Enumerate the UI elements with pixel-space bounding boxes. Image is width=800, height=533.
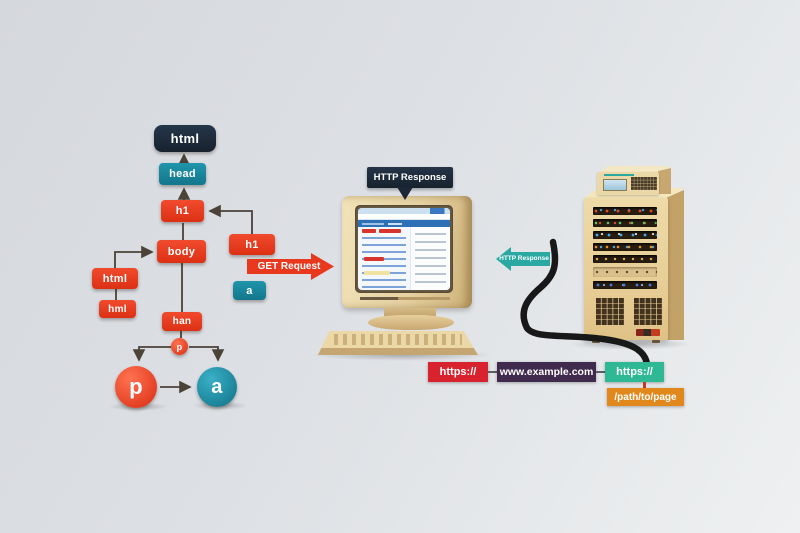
monitor-base [368,315,454,330]
tree-node-h1: h1 [161,200,204,222]
tree-node-h1-branch: h1 [229,234,275,255]
browser-titlebar [358,208,450,214]
browser-addressbar [358,214,450,220]
modem-side-face [658,168,671,194]
get-request-label: GET Request [257,261,321,272]
tree-node-body: body [157,240,206,263]
server-slot [593,255,657,263]
url-protocol-box: https:// [428,362,488,382]
server-slot [593,231,657,239]
url-connector-vertical [643,382,646,389]
monitor-buttons [360,297,430,301]
tree-node-a-circle: a [197,367,237,407]
screen-highlight [364,257,384,261]
http-response-bubble-pointer [397,187,413,200]
url-protocol-box-2: https:// [605,362,664,382]
tree-node-han: han [162,312,202,331]
server-slot [593,281,657,289]
tree-node-p-small: p [171,338,188,355]
tree-node-hml: hml [99,300,136,318]
url-connector [488,371,497,373]
tree-node-html-left: html [92,268,138,289]
server-foot [592,340,600,343]
tree-node-a-branch: a [233,281,266,300]
screen-highlight [362,229,376,233]
screen-highlight [379,229,401,233]
browser-content [358,227,450,290]
browser-navbar [358,220,450,227]
http-response-bubble: HTTP Response [367,167,453,188]
server-slot [593,207,657,215]
keyboard [318,331,478,355]
server-foot [652,340,660,343]
monitor-neck [384,308,436,318]
server-brand-label [636,329,660,336]
url-connector [596,371,605,373]
screen-highlight [364,271,390,275]
modem-brand-strip [604,174,634,176]
modem-buttons [631,177,657,190]
server-drive-bay [593,267,657,277]
tree-node-html-root: html [154,125,216,152]
server-vent-grid [596,298,624,325]
modem-top-face [597,166,671,173]
http-response-arrow-label: HTTP Response [499,255,549,262]
modem-lcd [603,179,627,191]
url-domain-box: www.example.com [497,362,596,382]
server-side-face [667,190,684,340]
monitor-vent-slot [398,297,450,300]
tree-node-head: head [159,163,206,185]
server-vent-grid [634,298,662,325]
url-path-box: /path/to/page [607,388,684,406]
server-slot [593,219,657,227]
browser-content-left [358,227,411,290]
server-slot [593,243,657,251]
browser-content-right [410,227,450,290]
keyboard-keys [334,334,462,345]
tree-node-p-circle: p [115,366,157,408]
crt-screen [358,208,450,290]
